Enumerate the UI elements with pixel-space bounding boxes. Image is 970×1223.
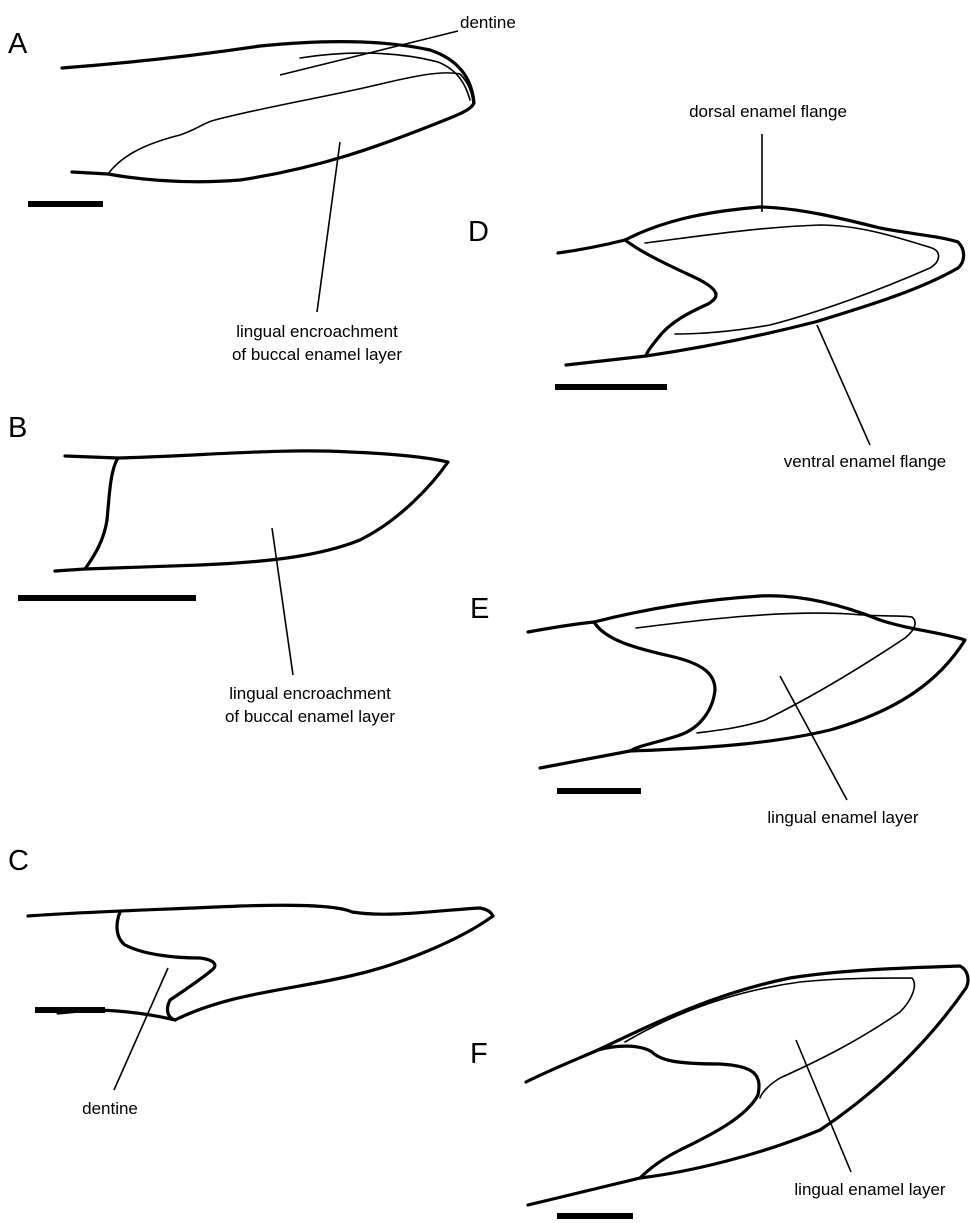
panel-c-dentine-boundary: [117, 912, 215, 1020]
panel-a-dentine-line: [300, 53, 470, 100]
panel-letter-a: A: [8, 28, 28, 60]
panel-letter-d: D: [468, 216, 489, 248]
panel-c-scale-bar: [35, 1007, 105, 1013]
panel-d-enamel-inner-line: [645, 225, 939, 334]
panel-b-dentine-boundary: [85, 458, 118, 569]
panel-f-outline: [526, 966, 968, 1205]
panel-d: D dorsal enamel flange ventral enamel fl…: [468, 102, 964, 471]
panel-b-scale-bar: [18, 595, 196, 601]
panel-letter-b: B: [8, 412, 27, 444]
panel-f-label-lingual: lingual enamel layer: [794, 1180, 946, 1199]
panel-a-scale-bar: [28, 201, 103, 207]
panel-b-label-encroachment-line1: lingual encroachment: [229, 684, 391, 703]
panel-a-dentine-leader: [280, 31, 458, 75]
panel-a-outline: [62, 42, 474, 182]
panel-d-label-dorsal: dorsal enamel flange: [689, 102, 847, 121]
panel-letter-f: F: [470, 1038, 488, 1070]
panel-e-scale-bar: [557, 788, 641, 794]
panel-b-encroachment-leader: [272, 528, 293, 675]
panel-c: C dentine: [8, 845, 493, 1118]
panel-b: B lingual encroachment of buccal enamel …: [8, 412, 448, 726]
panel-e-label-lingual: lingual enamel layer: [767, 808, 919, 827]
panel-d-ventral-leader: [817, 325, 870, 445]
panel-letter-c: C: [8, 845, 29, 877]
panel-f-scale-bar: [557, 1213, 633, 1219]
panel-c-label-dentine: dentine: [82, 1099, 138, 1118]
panel-c-outline: [28, 905, 493, 1020]
panel-d-dentine-boundary: [625, 240, 716, 356]
panel-d-scale-bar: [555, 384, 667, 390]
panel-c-dentine-leader: [114, 968, 168, 1090]
panel-d-outline: [558, 207, 964, 365]
panel-f-lingual-leader: [796, 1040, 851, 1172]
panel-e: E lingual enamel layer: [470, 593, 965, 827]
panel-a: A dentine lingual encroachment of buccal…: [8, 13, 516, 364]
panel-a-label-encroachment-line1: lingual encroachment: [236, 322, 398, 341]
panel-d-label-ventral: ventral enamel flange: [784, 452, 947, 471]
panel-a-encroachment-leader: [317, 142, 340, 312]
panel-e-dentine-boundary: [594, 622, 715, 751]
panel-a-label-dentine: dentine: [460, 13, 516, 32]
panel-a-inner-enamel-line: [108, 73, 473, 174]
panel-f-enamel-inner-line: [625, 978, 914, 1098]
panel-f: F lingual enamel layer: [470, 966, 968, 1219]
panel-letter-e: E: [470, 593, 489, 625]
panel-a-label-encroachment-line2: of buccal enamel layer: [232, 345, 402, 364]
panel-b-label-encroachment-line2: of buccal enamel layer: [225, 707, 395, 726]
